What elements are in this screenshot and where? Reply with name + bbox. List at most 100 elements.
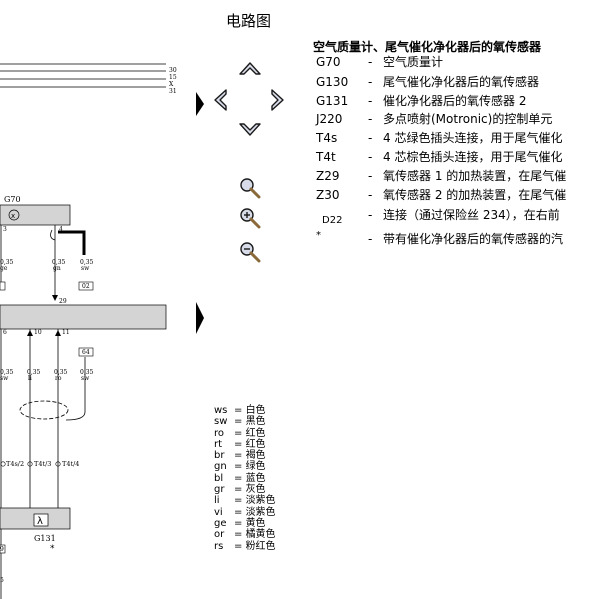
legend-desc: 催化净化器后的氧传感器 2 bbox=[383, 94, 527, 108]
color-key-row: br= 褐色 bbox=[214, 450, 266, 462]
color-abbr: gn bbox=[214, 461, 227, 473]
rail-label: X bbox=[169, 81, 174, 88]
zoom-in-icon[interactable] bbox=[238, 206, 262, 230]
page-title: 电路图 bbox=[226, 12, 272, 30]
wire-label: 10 bbox=[34, 329, 42, 336]
legend-dash: - bbox=[368, 75, 373, 89]
circuit-diagram: 30 15 X 31 G70 x 3 4 0,35 ge 0,35 gn 0,3… bbox=[0, 63, 177, 599]
wire-label: 0,35 bbox=[80, 259, 94, 266]
chevron-up-icon[interactable] bbox=[238, 60, 262, 76]
color-key-row: gn= 绿色 bbox=[214, 461, 266, 473]
color-abbr: ro bbox=[214, 427, 225, 439]
page-back-arrow-icon[interactable] bbox=[196, 92, 204, 116]
mass-meter-symbol bbox=[8, 209, 20, 221]
color-key-row: or= 橘黄色 bbox=[214, 529, 276, 541]
control-unit-band bbox=[0, 304, 167, 330]
color-name: 灰色 bbox=[245, 484, 266, 496]
mass-meter-glyph: x bbox=[11, 212, 15, 220]
rail-label: 15 bbox=[169, 74, 177, 81]
color-name: 蓝色 bbox=[245, 472, 266, 484]
wire-label: 0,35 bbox=[0, 259, 14, 266]
color-name: 淡紫色 bbox=[245, 506, 276, 518]
wire-label: li bbox=[28, 375, 32, 382]
legend-dash: - bbox=[368, 150, 373, 164]
rail-label: 30 bbox=[169, 67, 177, 74]
wire-label: 5 bbox=[0, 577, 4, 584]
g70-block bbox=[0, 204, 71, 226]
color-name: 黑色 bbox=[245, 416, 266, 428]
color-abbr: rs bbox=[214, 540, 224, 552]
legend-code: Z29 bbox=[316, 169, 340, 183]
color-name: 白色 bbox=[245, 405, 266, 416]
wire-label: 4 bbox=[59, 226, 63, 233]
power-rails bbox=[0, 63, 166, 88]
rail-label: 31 bbox=[169, 88, 177, 95]
wire-label: 0,35 bbox=[27, 369, 41, 376]
color-key-row: gr= 灰色 bbox=[214, 484, 266, 496]
legend-dash: - bbox=[368, 208, 373, 222]
wire-label: gn bbox=[53, 265, 61, 272]
legend-dash: - bbox=[368, 188, 373, 202]
footnote-marker: * bbox=[50, 544, 55, 554]
wire-label: 29 bbox=[59, 298, 67, 305]
legend-code: G130 bbox=[316, 75, 349, 89]
color-name: 褐色 bbox=[245, 450, 266, 462]
wire-label: 11 bbox=[62, 329, 70, 336]
color-key-row: ro= 红色 bbox=[214, 427, 266, 439]
legend-dash: - bbox=[368, 94, 373, 108]
color-key-row: sw= 黑色 bbox=[214, 416, 266, 428]
wire-label: sw bbox=[81, 375, 90, 382]
legend-dash: - bbox=[368, 169, 373, 183]
shield-hook bbox=[50, 229, 56, 241]
color-abbr: vi bbox=[214, 506, 223, 518]
legend-desc: 4 芯绿色插头连接，用于尾气催化 bbox=[383, 131, 563, 145]
g70-label: G70 bbox=[4, 195, 21, 204]
color-name: 红色 bbox=[245, 427, 266, 439]
color-name: 粉红色 bbox=[245, 540, 276, 552]
color-key-row: vi= 淡紫色 bbox=[214, 506, 276, 518]
color-abbr: ge bbox=[214, 517, 227, 529]
connector-label: T4t/4 bbox=[62, 460, 79, 468]
color-name: 淡紫色 bbox=[245, 495, 276, 507]
legend-code: T4s bbox=[316, 131, 338, 145]
legend-dash: - bbox=[368, 232, 373, 246]
color-abbr: bl bbox=[214, 472, 224, 484]
chevron-left-icon[interactable] bbox=[212, 88, 228, 112]
color-abbr: rt bbox=[214, 438, 223, 450]
legend-desc: 氧传感器 2 的加热装置，在尾气催 bbox=[383, 188, 567, 202]
connector-left bbox=[0, 281, 6, 291]
connector-left-bottom bbox=[0, 544, 6, 554]
color-abbr: li bbox=[214, 495, 220, 507]
legend-code: Z30 bbox=[316, 188, 340, 202]
color-name: 红色 bbox=[245, 438, 266, 450]
wire-label: 0,35 bbox=[52, 259, 66, 266]
wire-label: sw bbox=[81, 265, 90, 272]
wire-label: 02 bbox=[82, 283, 90, 290]
legend-code: G70 bbox=[316, 55, 341, 69]
g131-label: G131 bbox=[34, 534, 56, 543]
lambda-symbol bbox=[33, 513, 49, 527]
wire-label: ge bbox=[0, 265, 8, 272]
chevron-right-icon[interactable] bbox=[270, 88, 286, 112]
legend-code: D22 bbox=[322, 215, 343, 226]
connector-64 bbox=[78, 347, 94, 357]
page-next-arrow-icon[interactable] bbox=[196, 302, 204, 334]
color-key-row: ws= 白色 bbox=[214, 405, 266, 416]
chevron-down-icon[interactable] bbox=[238, 122, 262, 138]
legend-dash: - bbox=[368, 112, 373, 126]
legend-code: * bbox=[316, 230, 321, 241]
wire-label: 0,35 bbox=[0, 369, 14, 376]
legend-desc: 4 芯棕色插头连接，用于尾气催化 bbox=[383, 150, 563, 164]
wire-label: 64 bbox=[82, 349, 90, 356]
legend-desc: 带有催化净化器后的氧传感器的汽 bbox=[383, 232, 564, 246]
color-key-row: ge= 黄色 bbox=[214, 517, 266, 529]
wire-label: 6 bbox=[3, 329, 7, 336]
wire-label: 9 bbox=[0, 546, 4, 553]
color-abbr: or bbox=[214, 529, 225, 541]
color-name: 黄色 bbox=[245, 517, 266, 529]
wire-label: 3 bbox=[3, 226, 7, 233]
color-key-row: rt= 红色 bbox=[214, 438, 266, 450]
color-abbr: br bbox=[214, 450, 225, 462]
magnifier-icon[interactable] bbox=[238, 176, 262, 200]
zoom-out-icon[interactable] bbox=[238, 240, 262, 264]
